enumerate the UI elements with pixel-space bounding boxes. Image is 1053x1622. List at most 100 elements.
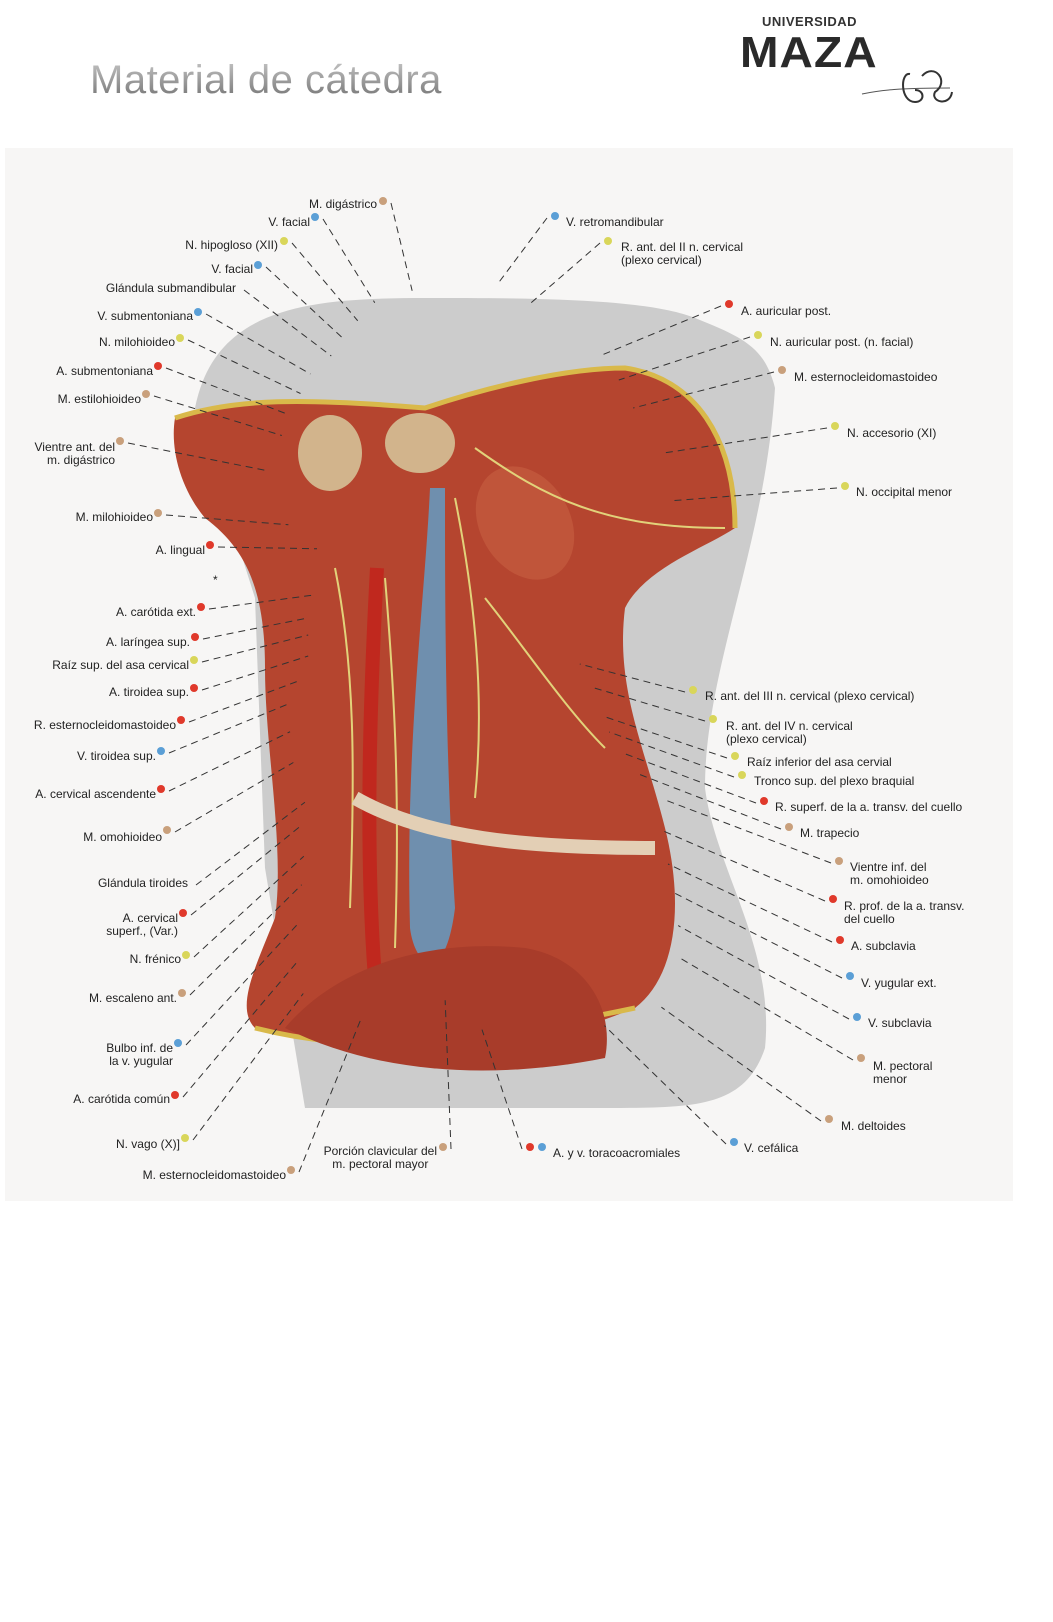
label-m-omohioideo-dot [163, 826, 171, 834]
label-n-occipital-menor-dot [841, 482, 849, 490]
label-v-submentoniana-dot [194, 308, 202, 316]
label-a-laringea-sup-dot [191, 633, 199, 641]
label-m-milohioideo-dot [154, 509, 162, 517]
label-tronco-sup-del-plexo-braquial: Tronco sup. del plexo braquial [754, 774, 915, 788]
label-n-hipogloso-xii: N. hipogloso (XII) [185, 238, 278, 252]
label-glandula-submandibular: Glándula submandibular [105, 281, 236, 295]
leader-line [201, 634, 309, 663]
leader-line [195, 801, 306, 886]
label-porcion-clavicular-del: Porción clavicular del m. pectoral mayor [323, 1144, 437, 1171]
label-r-ant-del-iv-n-cervical: R. ant. del IV n. cervical (plexo cervic… [726, 719, 853, 746]
label-n-auricular-post-n-facial-dot [754, 331, 762, 339]
label-n-vago-x-dot [181, 1134, 189, 1142]
label-raiz-sup-del-asa-cervical: Raíz sup. del asa cervical [52, 658, 189, 672]
leader-line [661, 1006, 822, 1122]
label-porcion-clavicular-del-dot [439, 1143, 447, 1151]
submandibular-gland [298, 415, 362, 491]
leader-line [601, 305, 722, 356]
leader-line [604, 1025, 727, 1145]
label-m-esternocleidomastoideo: M. esternocleidomastoideo [794, 370, 938, 384]
label-bulbo-inf-de-dot [174, 1039, 182, 1047]
label-v-facial: V. facial [211, 262, 253, 276]
label-a-cervical: A. cervical superf., (Var.) [106, 911, 178, 938]
label-v-subclavia: V. subclavia [868, 1016, 932, 1030]
label-r-ant-del-ii-n-cervical: R. ant. del II n. cervical (plexo cervic… [621, 240, 744, 267]
leader-line [189, 884, 302, 996]
leader-line [168, 731, 291, 792]
leader-line [322, 218, 376, 304]
label-a-carotida-comun-dot [171, 1091, 179, 1099]
label-v-facial: V. facial [268, 215, 310, 229]
label-a-y-v-toracoacromiales-dot [526, 1143, 534, 1151]
label-r-ant-del-iii-n-cervical-plexo-cervical: R. ant. del III n. cervical (plexo cervi… [705, 689, 915, 703]
label-m-digastrico-dot [379, 197, 387, 205]
label-n-vago-x: N. vago (X)] [115, 1137, 180, 1151]
sternocleidomastoid-cut [475, 466, 575, 580]
label-r-ant-del-iii-n-cervical-plexo-cervical-dot [689, 686, 697, 694]
leader-line [188, 679, 302, 723]
leader-line [165, 367, 289, 415]
skin-edge-top [174, 365, 738, 529]
leader-line [677, 925, 850, 1020]
label-a-cervical-ascendente-dot [157, 785, 165, 793]
neck-dissection-drawing [127, 202, 854, 1173]
leader-line [670, 487, 838, 502]
label-v-tiroidea-sup: V. tiroidea sup. [77, 749, 156, 763]
label-v-subclavia-dot [853, 1013, 861, 1021]
label-r-ant-del-ii-n-cervical-dot [604, 237, 612, 245]
leader-line [174, 762, 294, 833]
label-a-y-v-toracoacromiales-1-dot [538, 1143, 546, 1151]
leader-line [680, 957, 854, 1061]
neck-muscles [173, 368, 735, 1049]
label-raiz-sup-del-asa-cervical-dot [190, 656, 198, 664]
label-vientre-ant-del-dot [116, 437, 124, 445]
leader-line [165, 514, 289, 526]
label-r-ant-del-iv-n-cervical-dot [709, 715, 717, 723]
leader-line [182, 960, 299, 1098]
label-v-yugular-ext: V. yugular ext. [861, 976, 937, 990]
omohyoid-muscle [351, 791, 656, 855]
label-n-milohioideo-dot [176, 334, 184, 342]
label-m-trapecio: M. trapecio [800, 826, 860, 840]
label-a-subclavia-dot [836, 936, 844, 944]
label-v-submentoniana: V. submentoniana [97, 309, 193, 323]
leader-line [185, 921, 300, 1046]
leader-line [663, 830, 826, 902]
leader-line [153, 395, 282, 436]
leader-line [481, 1029, 523, 1150]
leader-line [192, 993, 304, 1141]
label-m-estilohioideo: M. estilohioideo [57, 392, 141, 406]
label-m-trapecio-dot [785, 823, 793, 831]
leader-line [193, 855, 305, 958]
label-bulbo-inf-de: Bulbo inf. de la v. yugular [106, 1041, 173, 1068]
leader-line [609, 731, 735, 778]
asterisk-marker: * [213, 573, 218, 587]
label-vientre-inf-del-dot [835, 857, 843, 865]
anniversary-60-icon [861, 70, 953, 104]
label-n-occipital-menor: N. occipital menor [856, 485, 953, 499]
label-m-esternocleidomastoideo-dot [778, 366, 786, 374]
label-a-tiroidea-sup-dot [190, 684, 198, 692]
label-raiz-inferior-del-asa-cervial-dot [731, 752, 739, 760]
label-v-cefalica-dot [730, 1138, 738, 1146]
label-m-esternocleidomastoideo: M. esternocleidomastoideo [142, 1168, 286, 1182]
label-a-carotida-ext-dot [197, 603, 205, 611]
logo-line1: UNIVERSIDAD [762, 14, 858, 29]
label-n-auricular-post-n-facial: N. auricular post. (n. facial) [770, 335, 914, 349]
label-n-accesorio-xi: N. accesorio (XI) [847, 426, 937, 440]
label-v-facial-dot [311, 213, 319, 221]
label-m-esternocleidomastoideo-dot [287, 1166, 295, 1174]
label-a-y-v-toracoacromiales: A. y v. toracoacromiales [553, 1146, 681, 1160]
leader-line [528, 242, 601, 306]
label-raiz-inferior-del-asa-cervial: Raíz inferior del asa cervial [747, 755, 892, 769]
label-m-digastrico: M. digástrico [308, 197, 377, 211]
label-a-lingual-dot [206, 541, 214, 549]
leader-line [604, 716, 728, 759]
label-a-tiroidea-sup: A. tiroidea sup. [108, 685, 189, 699]
page-title: Material de cátedra [90, 58, 442, 102]
anatomy-illustration: M. digástrico V. facial N. hipogloso (XII)… [5, 148, 1013, 1201]
label-r-prof-de-la-a-transv-dot [829, 895, 837, 903]
leader-line [496, 217, 548, 286]
label-m-milohioideo: M. milohioideo [75, 510, 153, 524]
label-vientre-inf-del: Vientre inf. del m. omohioideo [850, 860, 929, 887]
